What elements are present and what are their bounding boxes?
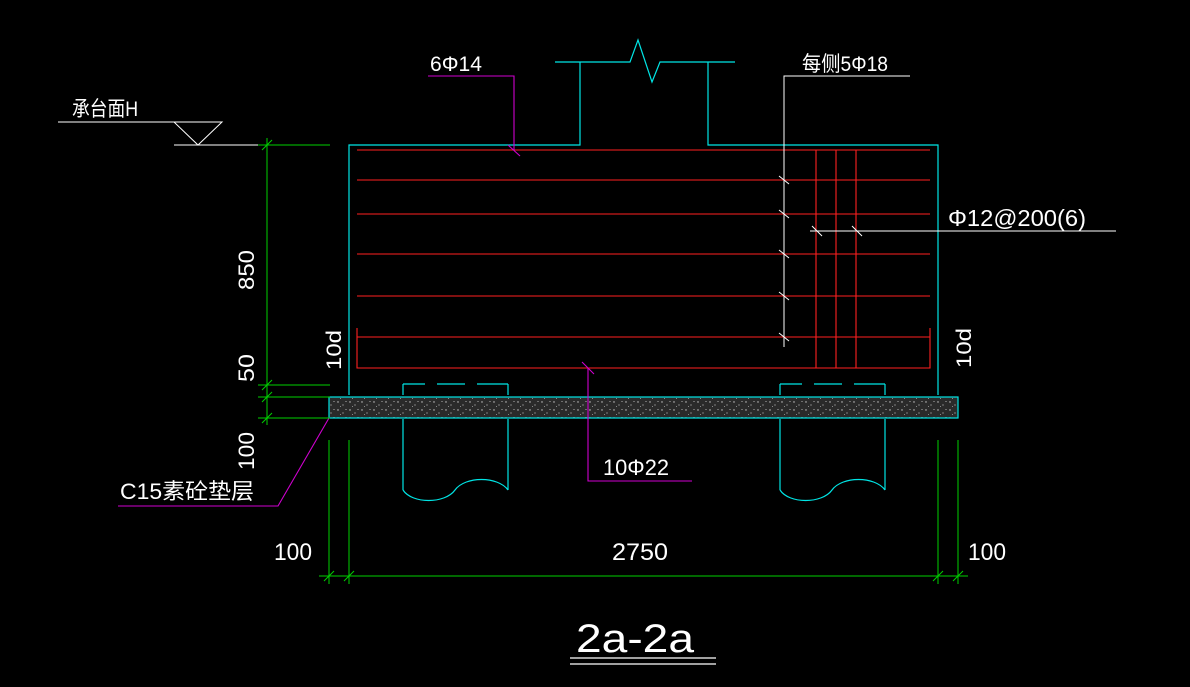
dim-right-offset: 100 [968,539,1006,566]
cushion-leader [118,417,330,507]
top-bars-leader [428,75,515,150]
bottom-bar-line [356,328,931,369]
leaders [118,75,692,507]
pile-right [779,383,886,501]
white-leaders [58,75,1116,347]
anchor-right-label: 10d [953,328,976,368]
side-bars-leader [783,75,910,347]
dim-width-main: 2750 [612,539,668,566]
dim-height-main: 850 [234,250,259,290]
stirrups-label: Φ12@200(6) [948,205,1086,231]
title-underline [570,657,716,665]
elevation-triangle [172,121,224,146]
side-bars-label: 每侧5Φ18 [802,53,888,76]
dim-left-offset: 100 [274,539,312,566]
bottom-bars-leader [587,368,692,482]
dim-height-cushion: 100 [234,432,259,470]
anchor-left-label: 10d [323,330,346,370]
pile-left [402,383,509,501]
section-title: 2a-2a [576,617,695,661]
rebar [356,149,931,369]
piles [402,383,886,501]
dimension-lines [258,138,968,584]
cushion-layer [328,396,959,419]
cushion-label: C15素砼垫层 [120,479,254,504]
cap-outline [348,38,939,395]
annotations: 6Φ14 每侧5Φ18 Φ12@200(6) 承台面H 10Φ22 C15素砼垫… [72,53,1086,661]
bottom-bars-label: 10Φ22 [603,455,669,480]
top-bars-label: 6Φ14 [430,53,482,76]
dim-height-pad: 50 [234,354,259,382]
cap-surface-label: 承台面H [72,98,138,121]
